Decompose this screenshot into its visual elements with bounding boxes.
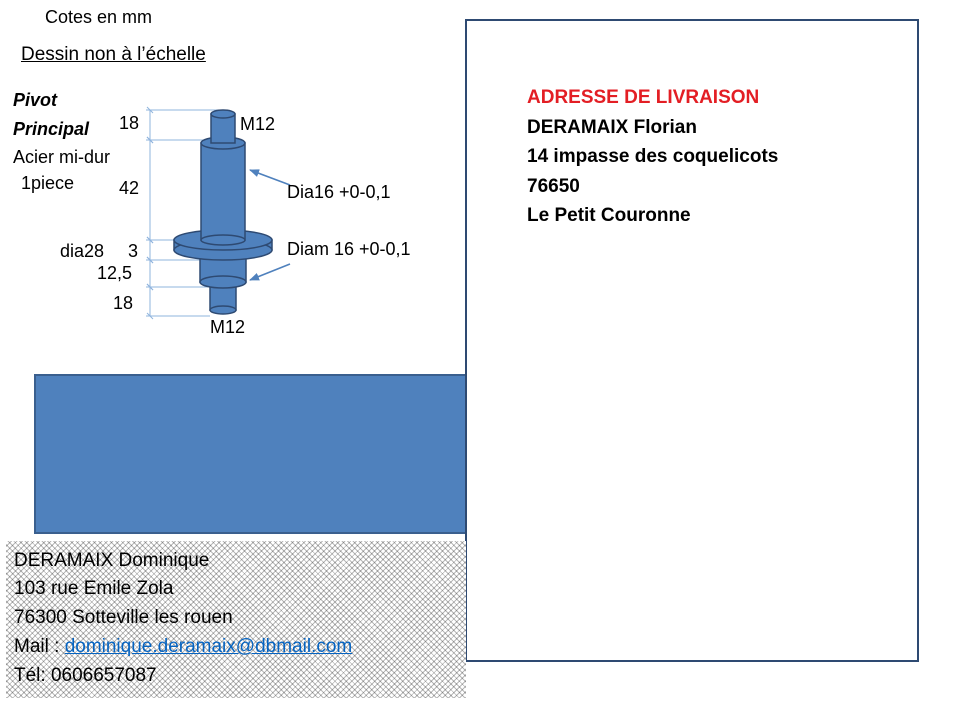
package-block [34, 374, 482, 534]
part-name-line2: Principal [13, 119, 90, 139]
pivot-shaft [173, 109, 273, 315]
sender-street: 103 rue Emile Zola [14, 578, 174, 599]
dim-bottom-length: 18 [113, 293, 134, 313]
recipient-city: Le Petit Couronne [527, 205, 691, 226]
thread-bottom-label: M12 [210, 317, 246, 337]
upper-shaft-tolerance: Dia16 +0-0,1 [287, 182, 391, 202]
sender-phone: Tél: 0606657087 [14, 665, 157, 686]
sender-address: DERAMAIX Dominique 103 rue Emile Zola 76… [6, 541, 466, 698]
sender-mail-label: Mail : [14, 636, 65, 657]
recipient-name: DERAMAIX Florian [527, 116, 697, 138]
sender-name: DERAMAIX Dominique [14, 550, 210, 571]
collar-diameter: dia28 [60, 241, 105, 261]
dim-lower-length: 12,5 [97, 263, 133, 283]
part-quantity: 1piece [21, 173, 75, 193]
pivot-drawing [146, 106, 291, 320]
shipping-address: ADRESSE DE LIVRAISON DERAMAIX Florian 14… [527, 83, 778, 231]
collar-thickness: 3 [128, 241, 139, 261]
sender-city: 76300 Sotteville les rouen [14, 607, 233, 628]
tolerance-arrows [249, 169, 291, 281]
part-material: Acier mi-dur [13, 147, 111, 167]
sender-mail-link[interactable]: dominique.deramaix@dbmail.com [64, 636, 353, 657]
recipient-street: 14 impasse des coquelicots [527, 146, 779, 167]
recipient-postcode: 76650 [527, 175, 580, 197]
scale-note: Dessin non à l’échelle [21, 44, 206, 65]
shipping-label: ADRESSE DE LIVRAISON DERAMAIX Florian 14… [465, 19, 919, 662]
lower-shaft-tolerance: Diam 16 +0-0,1 [287, 239, 411, 259]
units-note: Cotes en mm [45, 7, 153, 27]
shipping-heading: ADRESSE DE LIVRAISON [527, 87, 760, 108]
sender-mail-row: Mail : dominique.deramaix@dbmail.com [14, 637, 352, 656]
part-name-line1: Pivot [13, 90, 58, 110]
dim-upper-length: 42 [119, 178, 140, 198]
thread-top-label: M12 [240, 114, 276, 134]
dim-top-length: 18 [119, 113, 140, 133]
